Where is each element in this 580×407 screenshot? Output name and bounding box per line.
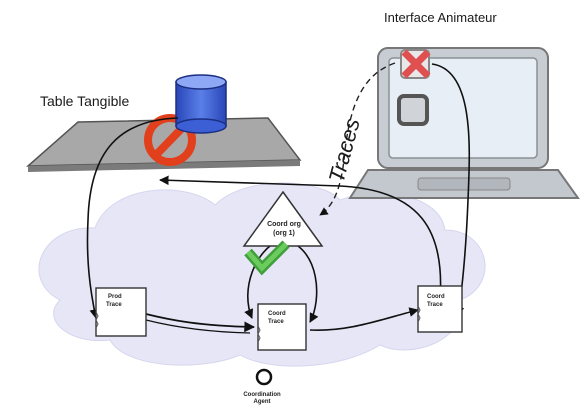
coordination-agent-sublabel: Agent: [254, 399, 271, 405]
prod-trace-document: Prod Trace: [95, 287, 147, 337]
empty-square-button-icon: [397, 94, 429, 126]
coordination-agent-label: Coordination: [243, 392, 281, 398]
document-subtitle: Trace: [268, 319, 284, 325]
coord-org-number: (org 1): [273, 230, 295, 237]
coord-trace-document-right: Coord Trace: [417, 285, 463, 333]
interface-animateur-label: Interface Animateur: [384, 10, 497, 25]
document-subtitle: Trace: [106, 302, 122, 308]
flow-coord-to-coord: [309, 307, 419, 331]
flow-prod-to-coord: [145, 313, 256, 333]
document-title: Prod: [108, 294, 122, 300]
document-title: Coord: [268, 311, 286, 317]
x-mark-icon: [400, 49, 431, 79]
flow-table-to-prod: [86, 117, 179, 319]
table-tangible-label: Table Tangible: [40, 93, 129, 109]
database-icon: [175, 74, 227, 134]
coord-trace-document-center: Coord Trace: [257, 303, 307, 351]
flow-laptop-to-coord: [431, 63, 471, 317]
document-subtitle: Trace: [427, 302, 443, 308]
flow-back-to-table: [159, 175, 442, 301]
laptop: [348, 47, 580, 199]
traces-label: Traces: [324, 115, 365, 185]
coord-org-label: Coord org: [267, 221, 301, 228]
agent-circle-icon: [255, 368, 273, 386]
checkmark-icon: [244, 240, 290, 276]
document-title: Coord: [427, 294, 445, 300]
